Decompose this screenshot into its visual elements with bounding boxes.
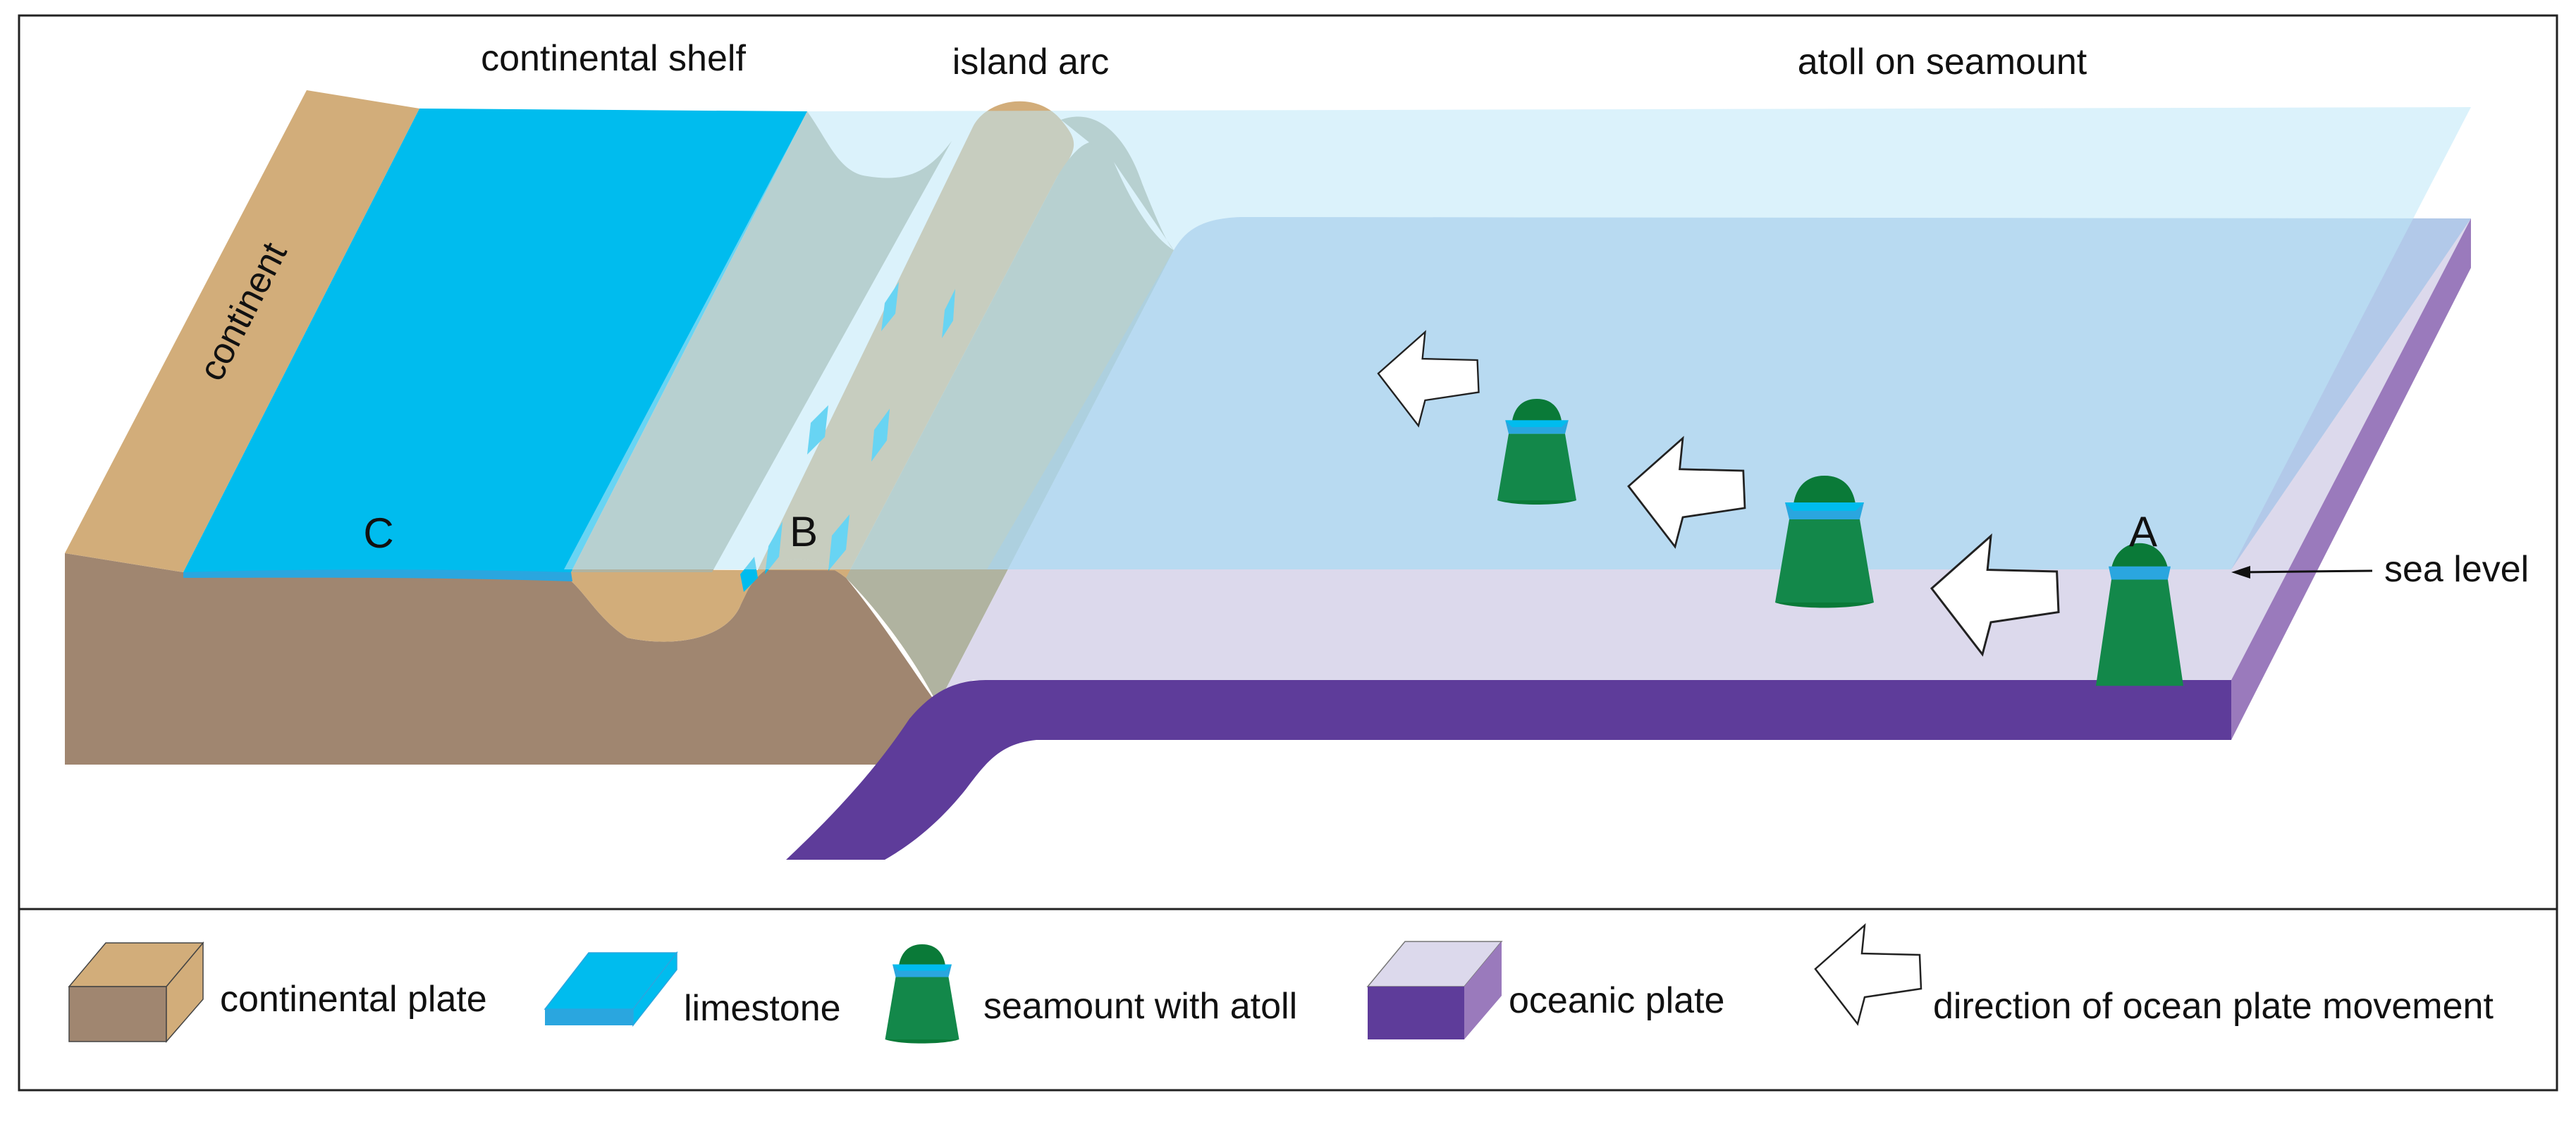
legend-label-continental-plate: continental plate: [220, 979, 487, 1020]
legend-direction: direction of ocean plate movement: [1814, 924, 2494, 1027]
limestone-shelf: [183, 109, 807, 572]
sea-surface: [564, 107, 2471, 569]
continent-front-face: [65, 553, 938, 765]
seamount-icon: [885, 944, 959, 1044]
label-atoll-on-seamount: atoll on seamount: [1798, 42, 2087, 82]
legend-label-limestone: limestone: [684, 988, 841, 1029]
limestone-edge: [183, 569, 572, 581]
label-continental-shelf: continental shelf: [481, 38, 746, 79]
outer-frame: [18, 14, 2558, 1092]
oceanic-plate-front: [786, 680, 2231, 860]
seamount-a: [2096, 543, 2183, 686]
label-point-b: B: [790, 508, 818, 555]
sea-level-arrowhead: [2231, 566, 2250, 579]
label-point-c: C: [363, 509, 393, 557]
oceanic-plate-side: [2231, 218, 2471, 740]
legend-label-direction: direction of ocean plate movement: [1933, 986, 2494, 1027]
legend-continental-plate: continental plate: [68, 941, 487, 1044]
sea-level-pointer: [2241, 569, 2373, 574]
legend-oceanic-plate: oceanic plate: [1366, 941, 1724, 1039]
block-icon: [68, 941, 204, 1044]
block-icon: [1366, 941, 1503, 1039]
legend-seamount: seamount with atoll: [885, 944, 1297, 1044]
block-icon: [544, 951, 678, 1027]
legend-label-seamount: seamount with atoll: [983, 986, 1297, 1027]
hollow-arrow-icon: [1814, 924, 1922, 1025]
label-sea-level: sea level: [2384, 549, 2529, 590]
label-island-arc: island arc: [952, 42, 1110, 82]
label-point-a: A: [2129, 508, 2157, 555]
legend-limestone: limestone: [544, 951, 841, 1029]
continent-strip: [65, 90, 419, 572]
legend-label-oceanic-plate: oceanic plate: [1509, 980, 1724, 1021]
